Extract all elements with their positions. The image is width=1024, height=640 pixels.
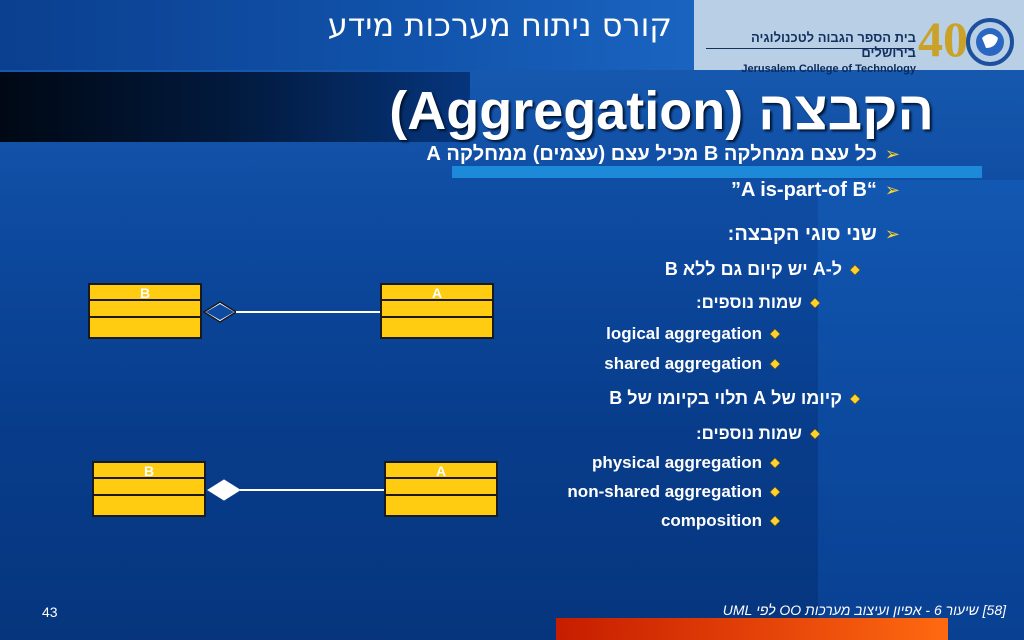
bullet-item: שמות נוספים:: [696, 293, 820, 313]
footer-accent-bar: [556, 618, 948, 640]
uml-attributes: [94, 479, 204, 496]
uml-operations: [90, 318, 200, 335]
bullet-list: ➢ כל עצם ממחלקה B מכיל עצם (עצמים) ממחלקה…: [420, 0, 960, 640]
bullet-item: ➢ כל עצם ממחלקה B מכיל עצם (עצמים) ממחלקה…: [426, 143, 900, 166]
logo-emblem-icon: 40: [916, 6, 1020, 68]
bullet-text: shared aggregation: [604, 354, 762, 373]
uml-attributes: [386, 479, 496, 496]
uml-class-name: B: [90, 285, 200, 301]
bullet-text: ל-A יש קיום גם ללא B: [664, 259, 842, 279]
bullet-item: shared aggregation: [604, 354, 780, 374]
uml-attributes: [90, 301, 200, 318]
bullet-text: composition: [660, 511, 762, 530]
uml-class-b-1: B: [88, 283, 202, 339]
bullet-item: physical aggregation: [592, 453, 780, 473]
bullet-item: ➢ שני סוגי הקבצה:: [728, 223, 900, 246]
uml-class-a-1: A: [380, 283, 494, 339]
uml-class-name: A: [386, 463, 496, 479]
logo-mark: 40: [918, 11, 968, 67]
bullet-text: שני סוגי הקבצה:: [727, 223, 877, 245]
aggregation-hollow-diamond-icon: [202, 301, 380, 323]
slide-title: הקבצה (Aggregation): [389, 81, 934, 141]
bullet-text: “A is-part-of B”: [730, 179, 877, 201]
logo-divider: [706, 48, 914, 49]
bullet-diamond-icon: [810, 298, 820, 308]
footer-course-text: [58] שיעור 6 - אפיון ועיצוב מערכות OO לפ…: [722, 602, 1006, 618]
bullet-arrow-icon: ➢: [884, 224, 900, 244]
bullet-diamond-icon: [770, 487, 780, 497]
title-dark-stripe: [0, 72, 470, 142]
bullet-item: ➢ “A is-part-of B”: [731, 179, 900, 202]
bullet-text: שמות נוספים:: [695, 293, 802, 312]
composition-filled-diamond-icon: [207, 479, 384, 501]
uml-class-name: A: [382, 285, 492, 301]
header-band: [0, 0, 694, 70]
bullet-diamond-icon: [770, 458, 780, 468]
bullet-item: logical aggregation: [606, 324, 780, 344]
bullet-item: קיומו של A תלוי בקיומו של B: [609, 388, 860, 409]
bullet-arrow-icon: ➢: [884, 180, 900, 200]
uml-class-a-2: A: [384, 461, 498, 517]
bullet-diamond-icon: [850, 393, 860, 404]
uml-class-b-2: B: [92, 461, 206, 517]
bullet-item: non-shared aggregation: [567, 482, 780, 502]
bullet-text: logical aggregation: [606, 324, 762, 343]
bullet-item: composition: [661, 511, 780, 531]
bullet-text: כל עצם ממחלקה B מכיל עצם (עצמים) ממחלקה …: [426, 143, 877, 165]
bullet-text: non-shared aggregation: [567, 482, 762, 501]
bullet-diamond-icon: [770, 516, 780, 526]
bullet-diamond-icon: [850, 264, 860, 275]
title-underline: [452, 166, 982, 178]
bullet-text: שמות נוספים:: [695, 424, 802, 443]
bullet-item: ל-A יש קיום גם ללא B: [665, 259, 860, 280]
bullet-text: physical aggregation: [591, 453, 762, 472]
uml-operations: [94, 496, 204, 513]
bullet-diamond-icon: [810, 429, 820, 439]
course-title: קורס ניתוח מערכות מידע: [327, 6, 672, 44]
uml-operations: [382, 318, 492, 335]
page-number: 43: [42, 604, 58, 620]
college-logo: בית הספר הגבוה לטכנולוגיה בירושלים Jerus…: [694, 0, 1024, 75]
uml-class-name: B: [94, 463, 204, 479]
bullet-text: קיומו של A תלוי בקיומו של B: [609, 388, 842, 408]
decorative-column: [818, 180, 1024, 640]
bullet-arrow-icon: ➢: [884, 144, 900, 164]
uml-attributes: [382, 301, 492, 318]
bullet-diamond-icon: [770, 359, 780, 369]
uml-operations: [386, 496, 496, 513]
bullet-diamond-icon: [770, 329, 780, 339]
logo-english-name: Jerusalem College of Technology: [741, 63, 916, 75]
bullet-item: שמות נוספים:: [696, 424, 820, 444]
